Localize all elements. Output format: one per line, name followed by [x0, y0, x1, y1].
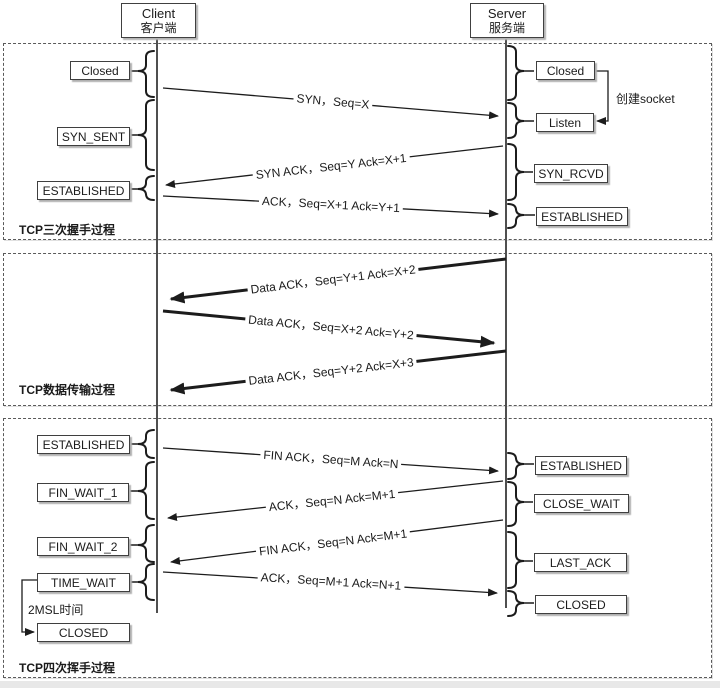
- client-state-closed-final: CLOSED: [37, 623, 130, 642]
- client-title: Client: [141, 6, 176, 21]
- client-state-time-wait: TIME_WAIT: [37, 573, 130, 592]
- server-state-established-2: ESTABLISHED: [535, 456, 627, 475]
- server-state-closed: Closed: [536, 61, 595, 80]
- server-state-closed-final: CLOSED: [535, 595, 627, 614]
- server-state-last-ack: LAST_ACK: [534, 553, 627, 572]
- create-socket-label: 创建socket: [616, 92, 675, 106]
- client-state-fin-wait-2: FIN_WAIT_2: [37, 537, 129, 556]
- client-state-established-2: ESTABLISHED: [37, 435, 130, 454]
- section-transfer-frame: [3, 253, 712, 406]
- section-handshake-label: TCP三次握手过程: [19, 223, 116, 237]
- create-socket-connector: [593, 70, 609, 125]
- client-state-syn-sent: SYN_SENT: [57, 127, 130, 146]
- section-handshake-frame: [3, 43, 712, 240]
- section-teardown-label: TCP四次挥手过程: [19, 661, 116, 675]
- server-subtitle: 服务端: [488, 21, 525, 35]
- server-state-syn-rcvd: SYN_RCVD: [534, 164, 608, 183]
- client-state-established: ESTABLISHED: [37, 181, 130, 200]
- msl-connector: [21, 579, 37, 636]
- client-actor-box: Client 客户端: [121, 3, 196, 38]
- msl-label: 2MSL时间: [28, 603, 84, 617]
- section-transfer-label: TCP数据传输过程: [19, 383, 116, 397]
- server-state-established: ESTABLISHED: [536, 207, 628, 226]
- server-state-braces: [507, 45, 525, 617]
- client-state-braces: [137, 50, 155, 601]
- server-state-listen: Listen: [536, 113, 594, 132]
- server-actor-box: Server 服务端: [470, 3, 544, 38]
- client-subtitle: 客户端: [140, 21, 177, 35]
- page-background-strip: [0, 681, 720, 688]
- server-state-close-wait: CLOSE_WAIT: [534, 494, 629, 513]
- client-state-fin-wait-1: FIN_WAIT_1: [37, 483, 129, 502]
- server-title: Server: [487, 6, 527, 21]
- client-state-closed: Closed: [70, 61, 130, 80]
- section-teardown-frame: [3, 418, 712, 678]
- brace-connector-dashes: [128, 70, 535, 604]
